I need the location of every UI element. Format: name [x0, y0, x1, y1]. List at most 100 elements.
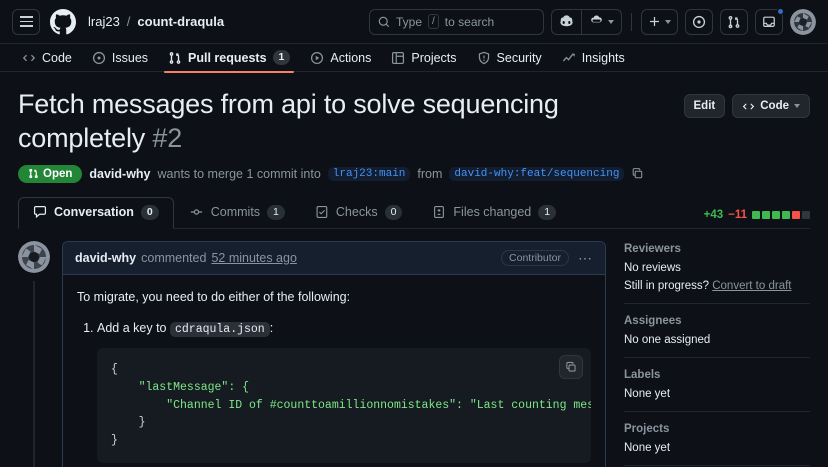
pull-request-tabs: Conversation 0 Commits 1 Checks 0 Files … [18, 196, 810, 229]
diff-additions: +43 [703, 208, 724, 221]
code-line: { [111, 362, 118, 376]
nav-item-pull-requests[interactable]: Pull requests 1 [158, 44, 300, 73]
sidebar-reviewers-title[interactable]: Reviewers [624, 242, 681, 255]
diff-block [782, 210, 790, 219]
nav-item-code-label: Code [42, 50, 72, 65]
diff-deletions: −11 [728, 208, 747, 221]
breadcrumb-owner[interactable]: lraj23 [88, 14, 120, 29]
sidebar-projects-value: None yet [624, 441, 671, 454]
nav-item-issues[interactable]: Issues [82, 44, 158, 72]
header-actions: Type / to search [369, 7, 816, 35]
conversation-timeline: david-why commented 52 minutes ago Contr… [18, 240, 606, 467]
git-pull-request-icon [728, 15, 740, 28]
convert-to-draft-link[interactable]: Convert to draft [712, 279, 792, 292]
comment-verb: commented [141, 250, 207, 265]
diff-block [792, 210, 800, 219]
comment-item: david-why commented 52 minutes ago Contr… [18, 240, 606, 467]
code-line: "lastMessage": { [111, 380, 250, 394]
inbox-icon [763, 16, 775, 27]
comment-box: david-why commented 52 minutes ago Contr… [62, 240, 606, 467]
diff-block [802, 210, 810, 219]
issue-opened-icon [92, 51, 105, 64]
copy-code-button[interactable] [559, 354, 583, 379]
tab-conversation-count: 0 [140, 204, 159, 220]
copilot-icon[interactable] [552, 10, 581, 34]
user-avatar[interactable] [790, 8, 816, 35]
hamburger-icon[interactable] [12, 8, 40, 35]
nav-item-insights-label: Insights [581, 50, 625, 65]
tab-files-changed-label: Files changed [453, 205, 532, 219]
diff-stat[interactable]: +43 −11 [704, 209, 810, 221]
step1-suffix: : [269, 320, 274, 335]
diff-block [752, 210, 760, 219]
edit-button[interactable]: Edit [683, 94, 726, 118]
plus-icon [650, 17, 659, 26]
sidebar-labels-title[interactable]: Labels [624, 368, 661, 381]
code-button-label: Code [760, 100, 789, 112]
tab-files-changed-count: 1 [538, 204, 557, 220]
migration-steps-list: Add a key to cdraqula.json: { "lastMessa… [97, 318, 591, 467]
shield-icon [478, 51, 489, 64]
copy-icon [566, 361, 576, 372]
tab-checks-label: Checks [335, 205, 378, 219]
search-icon [378, 16, 390, 27]
codespaces-icon[interactable] [581, 9, 621, 34]
comment-header: david-why commented 52 minutes ago Contr… [63, 241, 605, 275]
search-input[interactable]: Type / to search [369, 8, 544, 35]
project-icon [392, 51, 405, 64]
nav-item-projects-label: Projects [411, 50, 457, 65]
status-badge: Open [18, 164, 83, 183]
chevron-down-icon [794, 104, 800, 108]
comment-intro-text: To migrate, you need to do either of the… [77, 289, 351, 304]
search-slash-key: / [428, 14, 439, 29]
sidebar-projects-title[interactable]: Projects [624, 422, 670, 435]
search-suffix-text: to search [444, 14, 495, 29]
sidebar-assignees-title[interactable]: Assignees [624, 314, 682, 327]
breadcrumb-separator: / [126, 14, 131, 29]
chevron-down-icon[interactable] [608, 19, 614, 24]
nav-item-actions-label: Actions [330, 50, 372, 65]
github-mark-icon[interactable] [50, 8, 76, 35]
nav-item-security[interactable]: Security [467, 44, 552, 72]
tab-conversation[interactable]: Conversation 0 [18, 196, 174, 229]
sidebar-section-assignees: Assignees No one assigned [624, 315, 810, 358]
pull-request-author[interactable]: david-why [89, 166, 151, 181]
still-in-progress-text: Still in progress? [624, 279, 710, 292]
kebab-icon[interactable]: ⋯ [578, 249, 593, 266]
tab-checks-count: 0 [384, 204, 403, 220]
tab-commits[interactable]: Commits 1 [174, 197, 300, 229]
sidebar-reviewers-value: No reviews [624, 261, 681, 274]
breadcrumb-repo[interactable]: count-draqula [137, 14, 225, 29]
pull-request-meta: Open david-why wants to merge 1 commit i… [18, 164, 810, 183]
checklist-icon [316, 206, 328, 218]
comment-author[interactable]: david-why [75, 250, 137, 265]
nav-item-issues-label: Issues [111, 50, 149, 65]
graph-icon [562, 53, 575, 61]
avatar[interactable] [18, 240, 50, 273]
base-branch-chip[interactable]: lraj23:main [327, 166, 411, 181]
inline-code-filename: cdraqula.json [169, 321, 270, 337]
code-block: { "lastMessage": { "Channel ID of #count… [97, 347, 591, 463]
nav-item-code[interactable]: Code [12, 44, 82, 72]
list-item: Add a key to cdraqula.json: { "lastMessa… [97, 318, 591, 463]
tab-files-changed[interactable]: Files changed 1 [417, 197, 571, 229]
code-icon [22, 54, 36, 61]
notifications-button[interactable] [755, 7, 784, 35]
page-title: Fetch messages from api to solve sequenc… [18, 88, 684, 156]
pull-requests-button[interactable] [720, 8, 748, 35]
issues-button[interactable] [685, 8, 713, 35]
comment-content: To migrate, you need to do either of the… [63, 274, 605, 467]
nav-item-actions[interactable]: Actions [300, 44, 381, 72]
copy-icon[interactable] [631, 167, 644, 180]
file-diff-icon [434, 206, 445, 218]
merge-description: wants to merge 1 commit into [157, 166, 321, 181]
code-button[interactable]: Code [732, 94, 810, 118]
nav-item-pull-requests-count: 1 [272, 50, 291, 65]
tab-checks[interactable]: Checks 0 [300, 197, 418, 229]
nav-item-insights[interactable]: Insights [552, 44, 635, 72]
create-new-button[interactable] [641, 8, 678, 35]
head-branch-chip[interactable]: david-why:feat/sequencing [449, 166, 625, 181]
comment-timestamp[interactable]: 52 minutes ago [211, 250, 297, 265]
nav-item-projects[interactable]: Projects [381, 44, 466, 72]
chevron-down-icon [665, 19, 671, 24]
